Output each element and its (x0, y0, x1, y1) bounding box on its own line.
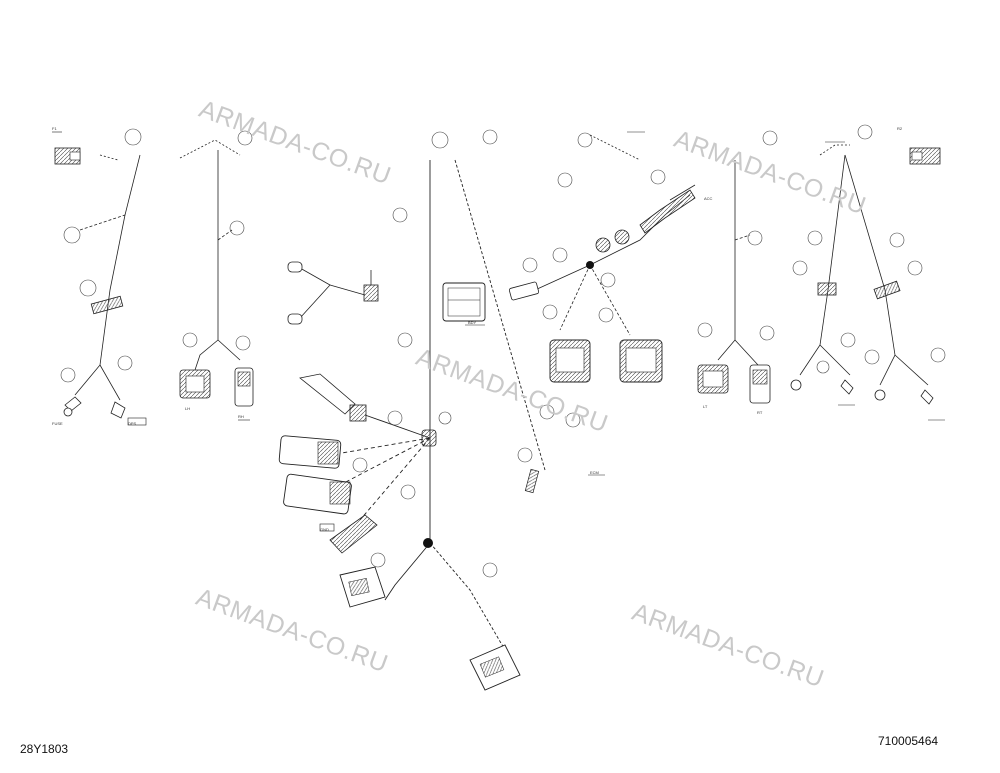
harness-branch-right-2 (799, 144, 929, 386)
harness-branch-center (534, 134, 691, 336)
junction-node-main (423, 538, 433, 548)
fuse-holders-right (817, 280, 901, 300)
terminal-left-a (63, 396, 82, 417)
connector-center-a (549, 339, 591, 383)
tag-connector-10: RT (757, 410, 763, 415)
plug-upper-left (299, 373, 367, 422)
connector-center-b (619, 339, 663, 383)
plug-center-left (508, 281, 540, 301)
callouts-right-1 (697, 130, 778, 341)
switch-small (363, 270, 379, 302)
bulb-socket-upper (287, 261, 303, 273)
tag-connector-7: ACC (704, 196, 713, 201)
tag-connector-2: DPS (128, 421, 137, 426)
bulb-socket-lower (287, 313, 303, 325)
callouts-center (522, 132, 666, 323)
harness-branch-2 (179, 139, 241, 371)
tag-top-left: F1 (52, 126, 57, 131)
tag-connector-6: BDY (468, 320, 477, 325)
sensor-probe (524, 468, 540, 494)
terminals-right (790, 379, 934, 405)
tag-top-right: R2 (897, 126, 903, 131)
tag-connector-9: LT (703, 404, 708, 409)
connector-2a (179, 369, 211, 399)
drawing-code-right: 710005464 (878, 734, 939, 748)
harness-branch-right-1 (717, 160, 759, 366)
harness-coil-right (639, 184, 696, 234)
connector-angled (319, 514, 378, 554)
tag-connector-4: RH (238, 414, 244, 419)
connector-large-1 (278, 435, 342, 469)
module-lower-left (339, 566, 386, 608)
terminal-left-b (110, 401, 147, 426)
connector-right-1a (697, 364, 729, 394)
junction-node-center (586, 261, 594, 269)
callouts-right-2 (792, 124, 946, 374)
connector-right-1b (749, 364, 771, 404)
callouts-left (60, 128, 142, 383)
callouts-2 (182, 130, 253, 351)
tag-connector-8: GND (320, 527, 329, 532)
drawing-code-left: 28Y1803 (20, 742, 69, 756)
bulbs-center (595, 229, 630, 253)
callouts-main (352, 129, 581, 578)
connector-label-boxes (465, 131, 945, 476)
harness-branch-bulbs (299, 267, 366, 319)
relay-block (442, 282, 486, 322)
harness-branch-left (74, 154, 141, 401)
connector-large-2 (283, 473, 352, 515)
harness-main-trunk (329, 159, 546, 651)
connector-top-right (909, 147, 941, 165)
tag-connector-1: FUSE (52, 421, 63, 426)
grommet-main (421, 429, 437, 447)
connector-2b (234, 367, 254, 421)
module-lower-right (469, 644, 521, 691)
tag-connector-5: ECM (590, 470, 599, 475)
connector-top-left (52, 131, 81, 165)
fuse-holder-left (90, 295, 124, 315)
tag-connector-3: LH (185, 406, 190, 411)
